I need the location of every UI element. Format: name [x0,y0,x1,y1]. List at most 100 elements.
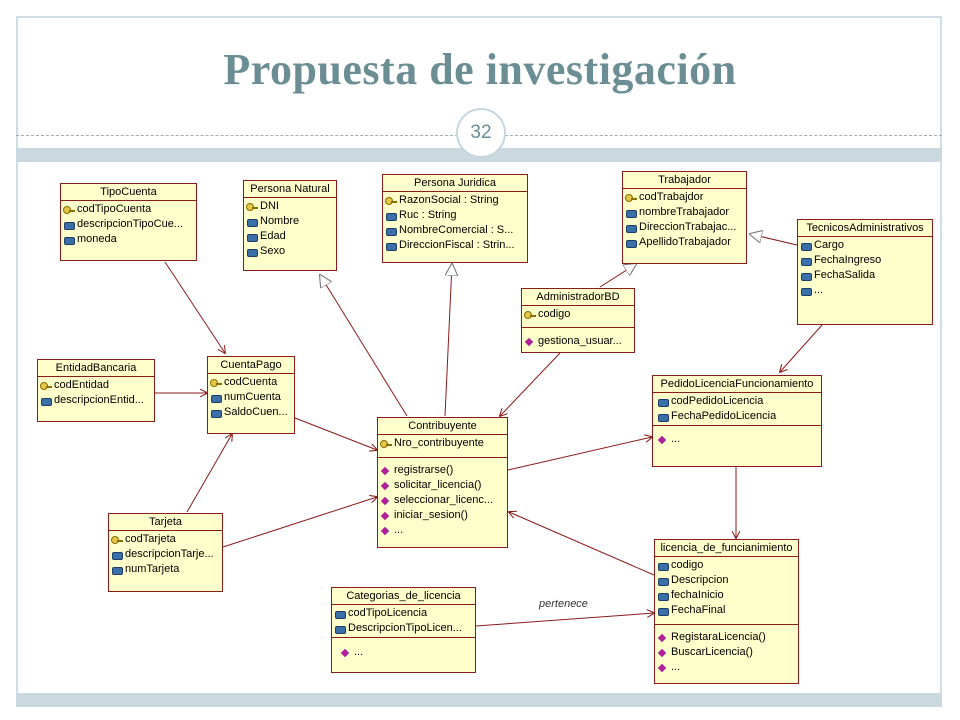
operations-section: ... [332,638,475,661]
attributes-section: Nro_contribuyente [378,435,507,458]
assoc-tipocuenta-cuentapago [164,261,225,353]
operation-row: seleccionar_licenc... [380,493,507,508]
attribute-row: Ruc : String [385,208,527,223]
assoc-tarjeta-cuentapago [186,434,232,513]
assoc-licencia-contribuyente [509,512,655,576]
class-persona-juridica[interactable]: Persona Juridica RazonSocial : String Ru… [382,174,528,263]
attribute-icon [657,576,669,586]
attribute-icon [625,208,637,218]
attribute-row: FechaIngreso [800,253,932,268]
assoc-tecnicos-pedido [780,324,823,372]
operation-icon [340,648,352,658]
class-trabajador[interactable]: Trabajador codTrabajdor nombreTrabajador… [622,171,747,264]
slide-frame-left [16,16,18,702]
attributes-section: codCuenta numCuenta SaldoCuen... [208,374,294,421]
class-name: Categorias_de_licencia [332,588,475,605]
class-licencia-de-funcionamiento[interactable]: licencia_de_funcianimiento codigo Descri… [654,539,799,684]
class-entidad-bancaria[interactable]: EntidadBancaria codEntidad descripcionEn… [37,359,155,422]
attribute-row: SaldoCuen... [210,405,294,420]
attribute-icon [246,232,258,242]
class-name: AdministradorBD [522,289,634,306]
attribute-icon [800,256,812,266]
inherit-admin-trabajador [599,264,636,288]
class-name: TecnicosAdministrativos [798,220,932,237]
attribute-icon [800,286,812,296]
attribute-icon [246,247,258,257]
attribute-icon [63,235,75,245]
class-name: Persona Juridica [383,175,527,192]
key-attribute-icon [524,310,536,320]
attribute-icon [657,606,669,616]
operations-section: RegistaraLicencia() BuscarLicencia() ... [655,625,798,676]
attribute-icon [625,238,637,248]
attributes-section: codigo [522,306,634,328]
key-attribute-icon [625,193,637,203]
attribute-row: Cargo [800,238,932,253]
operation-icon [380,466,392,476]
attribute-row: DireccionTrabajac... [625,220,746,235]
operation-row: ... [340,645,475,660]
page-number-badge: 32 [456,108,506,158]
class-tarjeta[interactable]: Tarjeta codTarjeta descripcionTarje... n… [108,513,223,592]
class-name: TipoCuenta [61,184,196,201]
operation-row: RegistaraLicencia() [657,630,798,645]
attribute-row: Sexo [246,244,336,259]
association-label-pertenece: pertenece [539,598,588,610]
key-attribute-icon [63,205,75,215]
attributes-section: codigo Descripcion fechaInicio FechaFina… [655,557,798,625]
class-name: Persona Natural [244,181,336,198]
attribute-icon [334,624,346,634]
attribute-icon [111,565,123,575]
attribute-row: descripcionTarje... [111,547,222,562]
class-contribuyente[interactable]: Contribuyente Nro_contribuyente registra… [377,417,508,548]
attribute-icon [246,217,258,227]
operation-icon [657,435,669,445]
class-tipocuenta[interactable]: TipoCuenta codTipoCuenta descripcionTipo… [60,183,197,261]
class-categorias-de-licencia[interactable]: Categorias_de_licencia codTipoLicencia D… [331,587,476,673]
key-attribute-icon [111,535,123,545]
assoc-categorias-licencia [475,613,654,627]
key-attribute-icon [40,381,52,391]
operation-icon [380,481,392,491]
class-name: CuentaPago [208,357,294,374]
attributes-section: codTipoCuenta descripcionTipoCue... mone… [61,201,196,248]
attribute-icon [334,609,346,619]
slide-frame-right [940,16,942,702]
operation-row: registrarse() [380,463,507,478]
attribute-row: descripcionEntid... [40,393,154,408]
operation-icon [380,511,392,521]
assoc-contribuyente-pedido [507,437,652,471]
class-pedido-licencia-funcionamiento[interactable]: PedidoLicenciaFuncionamiento codPedidoLi… [652,375,822,467]
attribute-row: ApellidoTrabajador [625,235,746,250]
operations-section: ... [653,426,821,448]
assoc-cuentapago-contribuyente [294,417,377,450]
slide-frame-top [16,16,942,18]
operation-icon [657,663,669,673]
class-persona-natural[interactable]: Persona Natural DNI Nombre Edad Sexo [243,180,337,271]
attribute-row: numCuenta [210,390,294,405]
class-tecnicos-administrativos[interactable]: TecnicosAdministrativos Cargo FechaIngre… [797,219,933,325]
class-name: PedidoLicenciaFuncionamiento [653,376,821,393]
inherit-tecnicos-trabajador [750,234,798,246]
operation-row: iniciar_sesion() [380,508,507,523]
class-name: EntidadBancaria [38,360,154,377]
attribute-icon [800,271,812,281]
attribute-row: codTarjeta [111,532,222,547]
operation-row: BuscarLicencia() [657,645,798,660]
operation-icon [657,648,669,658]
attribute-row: DNI [246,199,336,214]
attribute-row: ... [800,283,932,298]
attribute-row: Edad [246,229,336,244]
attribute-row: DescripcionTipoLicen... [334,621,475,636]
attribute-row: descripcionTipoCue... [63,217,196,232]
attribute-icon [800,241,812,251]
operation-icon [380,526,392,536]
attribute-icon [385,226,397,236]
attribute-row: codigo [524,307,634,322]
attribute-row: moneda [63,232,196,247]
attribute-row: Nro_contribuyente [380,436,507,451]
class-administrador-bd[interactable]: AdministradorBD codigo gestiona_usuar... [521,288,635,353]
operation-row: ... [657,660,798,675]
class-cuenta-pago[interactable]: CuentaPago codCuenta numCuenta SaldoCuen… [207,356,295,434]
